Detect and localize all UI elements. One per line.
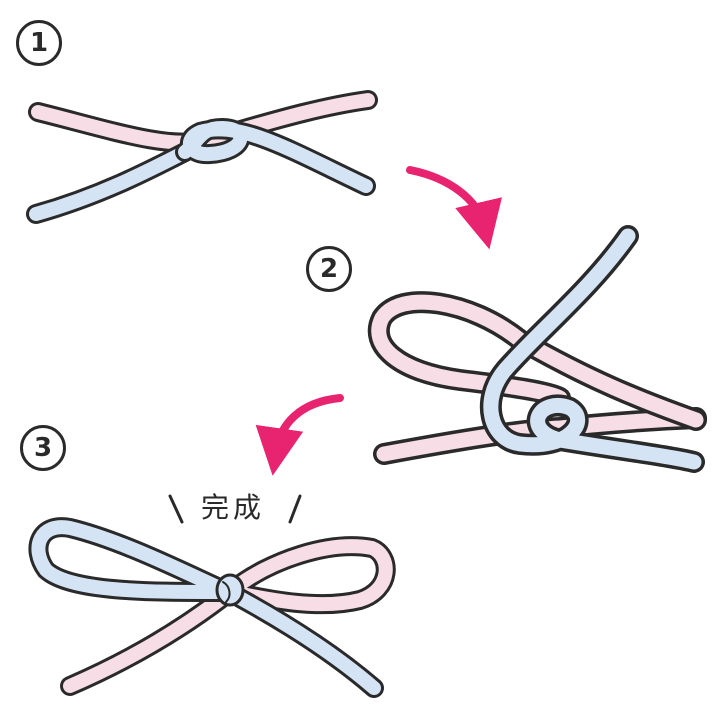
step-number-1: 1 (16, 20, 62, 66)
bow-knot (215, 573, 245, 607)
emphasis-lines-icon (168, 494, 302, 524)
pink-bow-parts (60, 536, 396, 696)
step-1-illustration (26, 90, 378, 224)
curved-arrow-icon (255, 394, 344, 476)
blue-cord (26, 117, 376, 224)
blue-wrap (479, 225, 705, 473)
curved-arrow-icon (406, 166, 502, 250)
step-2-illustration (367, 225, 707, 473)
blue-bow-parts (28, 517, 384, 698)
step-3-illustration (28, 517, 396, 698)
step-number-2: 2 (306, 246, 352, 292)
step-number-3: 3 (20, 425, 66, 471)
complete-label: 完成 (200, 491, 265, 524)
